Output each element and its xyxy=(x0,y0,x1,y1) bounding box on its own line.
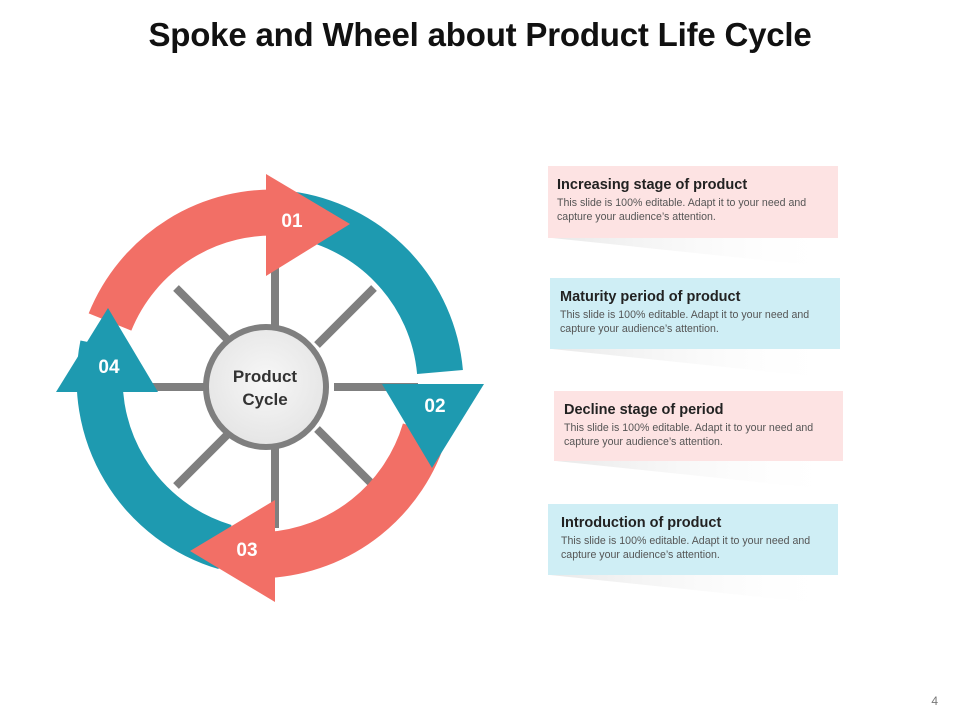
spoke-bottom-left xyxy=(173,426,236,489)
card-body: This slide is 100% editable. Adapt it to… xyxy=(561,535,811,561)
card-introduction: Introduction of product This slide is 10… xyxy=(548,504,838,575)
card-body: This slide is 100% editable. Adapt it to… xyxy=(557,197,807,223)
page-title: Spoke and Wheel about Product Life Cycle xyxy=(148,16,812,53)
step-number-04: 04 xyxy=(98,357,120,378)
arrow-head-02 xyxy=(382,384,484,468)
spoke-top-left xyxy=(173,285,236,348)
card-shadow-4 xyxy=(550,575,838,605)
hub-label-line-1: Product xyxy=(233,367,298,386)
card-maturity-period: Maturity period of product This slide is… xyxy=(550,278,840,349)
arrow-head-04 xyxy=(56,308,158,392)
arrow-head-01 xyxy=(266,174,350,276)
card-body: This slide is 100% editable. Adapt it to… xyxy=(560,309,810,335)
spoke-top-right xyxy=(314,285,377,348)
step-number-03: 03 xyxy=(236,540,257,561)
card-shadow-2 xyxy=(552,349,840,379)
ring-segment-coral-bottom xyxy=(266,422,448,578)
card-increasing-stage: Increasing stage of product This slide i… xyxy=(548,166,838,238)
card-decline-stage: Decline stage of period This slide is 10… xyxy=(554,391,843,461)
hub-label-line-2: Cycle xyxy=(242,390,287,409)
step-number-01: 01 xyxy=(281,211,303,232)
arrow-head-03 xyxy=(190,500,275,602)
card-shadow-1 xyxy=(552,238,838,268)
card-shadow-3 xyxy=(556,461,843,491)
hub-circle xyxy=(203,324,329,450)
card-body: This slide is 100% editable. Adapt it to… xyxy=(564,422,814,448)
page-number: 4 xyxy=(931,694,938,708)
card-heading: Increasing stage of product xyxy=(557,177,748,193)
card-heading: Maturity period of product xyxy=(560,289,741,305)
spoke-wheel-diagram: Product Cycle 01 02 03 04 xyxy=(56,174,484,602)
card-heading: Introduction of product xyxy=(561,515,722,531)
card-heading: Decline stage of period xyxy=(564,402,724,418)
step-number-02: 02 xyxy=(424,396,445,417)
spoke-bottom-right xyxy=(314,426,377,489)
spokes xyxy=(134,250,418,528)
card-shadows xyxy=(550,238,843,605)
ring-segment-coral-top xyxy=(88,189,287,332)
